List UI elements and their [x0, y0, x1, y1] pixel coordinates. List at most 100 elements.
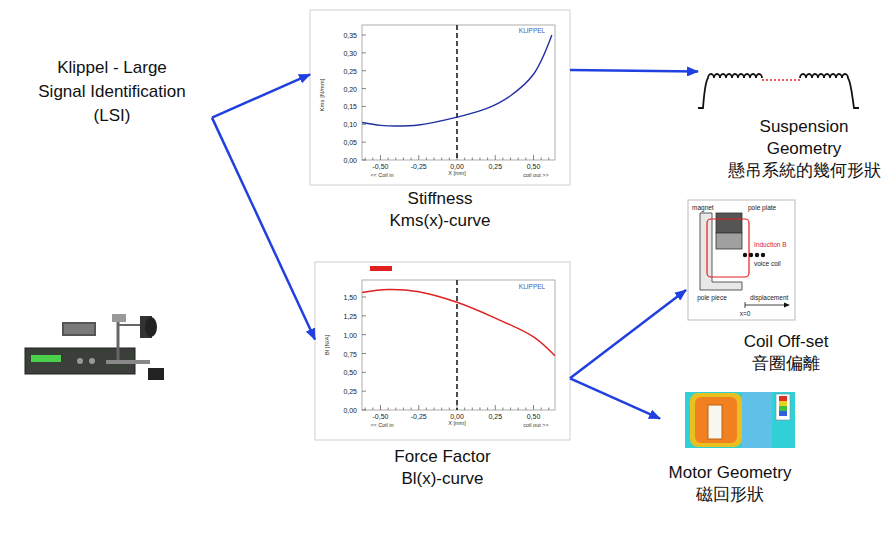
node-title: Force Factor Bl(x)-curve: [380, 446, 505, 490]
tick-label: 0,25: [488, 163, 502, 170]
axis-tick: [362, 70, 366, 71]
axis-tick: [441, 158, 442, 161]
fem-field: [690, 393, 742, 447]
axis-tick: [487, 158, 488, 161]
part-name: displacement: [750, 295, 788, 302]
axis-tick: [533, 155, 534, 160]
axis-tick: [426, 158, 427, 161]
figure-frame: [688, 200, 795, 320]
coil-wire: [761, 253, 765, 257]
axis-tick: [362, 297, 366, 298]
tick-label: 0,50: [527, 163, 541, 170]
node-subtitle: 音圈偏離: [752, 353, 820, 375]
fem-gap: [708, 405, 722, 439]
coil-offset-figure: [688, 200, 795, 320]
node-subtitle: 懸吊系統的幾何形狀: [728, 160, 881, 182]
axis-tick: [449, 408, 450, 411]
tick-label: 0,50: [343, 369, 357, 376]
part-name: magnet: [692, 205, 714, 212]
node-title: Motor Geometry: [669, 462, 792, 484]
speaker: [145, 317, 157, 337]
tick-label: 0,20: [343, 85, 357, 92]
measured-curve: [362, 35, 552, 126]
tick-label: 0,25: [488, 413, 502, 420]
fem-scale-color: [779, 406, 787, 411]
fem-field: [695, 397, 737, 443]
axis-tick: [518, 408, 519, 411]
axis-tick: [372, 158, 373, 161]
tick-label: 0,25: [343, 67, 357, 74]
tick-label: 0,00: [343, 157, 357, 164]
zero-line: [456, 25, 458, 160]
stand-base: [106, 360, 150, 364]
surround-roll: [800, 74, 859, 108]
axis-tick: [362, 142, 366, 143]
watermark: KLIPPEL: [519, 284, 545, 291]
axis-tick: [434, 408, 435, 411]
tick-label: 0,00: [343, 407, 357, 414]
axis-tick: [510, 408, 511, 411]
axis-tick: [365, 158, 366, 161]
axis-note: coil out >>: [523, 173, 548, 179]
fem-ground: [685, 392, 795, 448]
red-marker: [370, 266, 392, 271]
chart-frame: [315, 262, 570, 440]
axis-tick: [464, 158, 465, 161]
source-label: Klippel - Large Signal Identification (L…: [12, 52, 212, 132]
chart-frame: [310, 10, 570, 185]
axis-tick: [487, 408, 488, 411]
part-name: pole piece: [697, 295, 727, 302]
axis-tick: [388, 158, 389, 161]
axis-tick: [418, 405, 419, 410]
part-name: pole plate: [748, 205, 776, 212]
axis-tick: [548, 158, 549, 161]
analyzer-display: [31, 355, 61, 362]
coil-wire: [749, 253, 753, 257]
laser-head: [112, 314, 126, 322]
axis-tick: [495, 405, 496, 410]
amplifier-front: [64, 324, 94, 334]
fem-scale-color: [779, 401, 787, 406]
flow-arrow: [570, 290, 686, 378]
axis-tick: [525, 408, 526, 411]
tick-label: 0,00: [450, 413, 464, 420]
plot-frame: [362, 280, 555, 410]
tick-label: -0,50: [373, 413, 389, 420]
axis-tick: [403, 158, 404, 161]
pole-plate: [716, 233, 742, 249]
tick-label: 1,00: [343, 331, 357, 338]
tick-label: 1,50: [343, 294, 357, 301]
fem-scale-color: [779, 411, 787, 416]
axis-tick: [388, 408, 389, 411]
fem-scale: [776, 394, 790, 420]
axis-tick: [372, 408, 373, 411]
fem-scale-color: [779, 396, 787, 401]
tick-label: 0,75: [343, 350, 357, 357]
axis-tick: [434, 158, 435, 161]
node-title: Suspension Geometry: [754, 116, 854, 160]
axis-tick: [362, 334, 366, 335]
axis-tick: [365, 408, 366, 411]
axis-tick: [464, 408, 465, 411]
flow-arrow: [570, 70, 698, 72]
tick-label: 1,25: [343, 312, 357, 319]
axis-tick: [441, 408, 442, 411]
magnet: [716, 213, 742, 233]
axis-tick: [426, 408, 427, 411]
tick-label: 0,50: [527, 413, 541, 420]
sensor-box: [148, 368, 164, 380]
suspension-profile: [698, 74, 859, 108]
axis-tick: [411, 158, 412, 161]
tick-label: -0,25: [411, 163, 427, 170]
axis-tick: [502, 408, 503, 411]
zero-line: [456, 280, 458, 410]
axis-tick: [362, 391, 366, 392]
node-title: Stiffness Kms(x)-curve: [378, 188, 503, 232]
flow-arrow: [212, 118, 315, 340]
axis-tick: [479, 158, 480, 161]
axis-tick: [395, 158, 396, 161]
axis-tick: [548, 408, 549, 411]
